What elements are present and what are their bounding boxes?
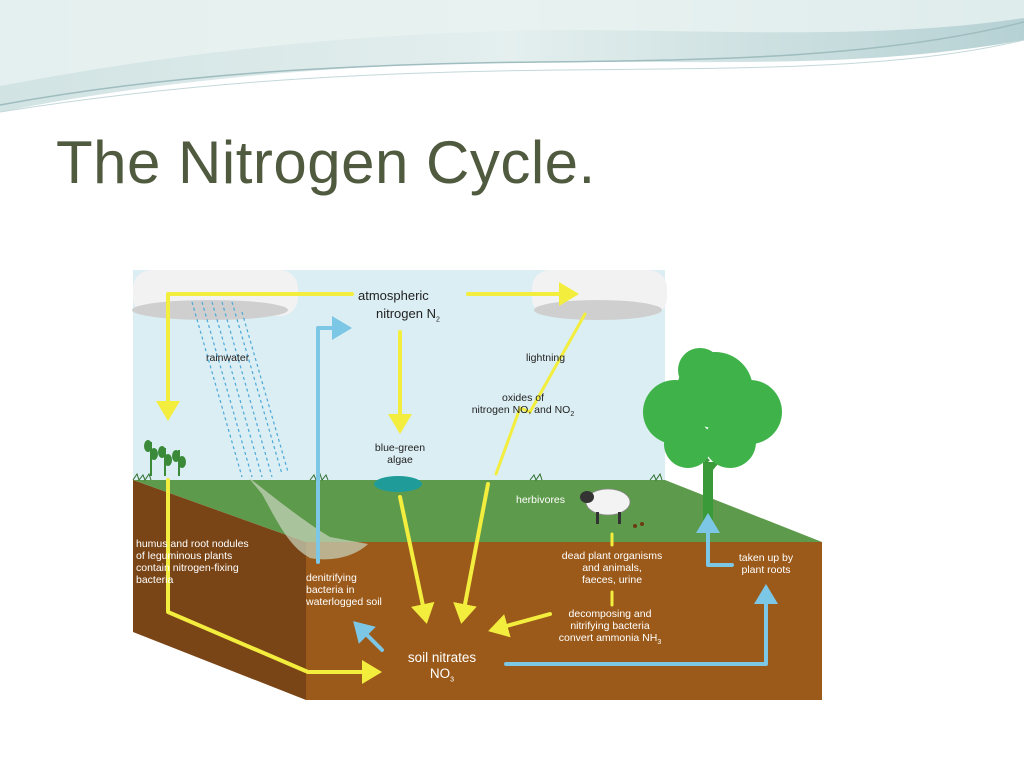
label-taken-up: taken up by plant roots xyxy=(726,552,806,576)
rain-icon xyxy=(191,301,289,478)
arrow-soil-to-denitrify xyxy=(353,621,384,652)
label-no3-wrap: NO3 xyxy=(386,666,498,689)
lightning-bolt-icon xyxy=(494,312,587,476)
label-nitrogen-n: nitrogen N xyxy=(376,306,436,321)
label-denit-line3: waterlogged soil xyxy=(306,596,382,608)
label-decomposing: decomposing and nitrifying bacteria conv… xyxy=(540,608,680,649)
label-dead-line3: faeces, urine xyxy=(581,574,643,586)
header-wave-decoration xyxy=(0,0,1024,113)
label-lightning: lightning xyxy=(526,352,566,364)
runoff-stream xyxy=(248,477,368,560)
label-algae: blue-green algae xyxy=(364,442,436,466)
label-dead-line2: and animals, xyxy=(582,562,642,574)
arrow-soil-to-roots xyxy=(504,584,778,666)
arrow-denitrify-to-atmosphere xyxy=(316,316,352,564)
label-soil-nitrates-text: soil nitrates xyxy=(407,650,477,665)
arrow-algae-to-soil xyxy=(398,495,435,624)
label-oxides-line1: oxides of xyxy=(501,392,545,404)
algae-pond xyxy=(374,476,422,492)
label-oxides-sub: 2 xyxy=(570,411,575,419)
grass-tufts-icon xyxy=(132,472,663,482)
label-taken-line1: taken up by xyxy=(738,552,794,564)
label-humus-line3: contain nitrogen-fixing xyxy=(136,562,239,574)
slide-title: The Nitrogen Cycle. xyxy=(56,129,596,196)
label-rainwater: rainwater xyxy=(206,352,250,364)
label-herbivores: herbivores xyxy=(516,494,566,506)
label-oxides-line2-wrap: nitrogen NO, and NO2 xyxy=(456,404,590,421)
label-humus-line1: humus and root nodules xyxy=(136,538,249,550)
label-denit-line2: bacteria in xyxy=(306,584,355,596)
label-humus-line2: of leguminous plants xyxy=(136,550,233,562)
label-decomp-line2: nitrifying bacteria xyxy=(570,620,650,632)
soil-front-face xyxy=(306,542,822,700)
label-nitrogen-n2: nitrogen N2 xyxy=(376,306,440,328)
label-oxides-line2: nitrogen NO, and NO xyxy=(471,404,571,416)
label-dead-organisms: dead plant organisms and animals, faeces… xyxy=(550,550,674,586)
label-atmospheric: atmospheric xyxy=(358,288,429,303)
label-decomp-line3: convert ammonia NH xyxy=(558,632,658,644)
label-nh3-sub: 3 xyxy=(657,639,662,647)
arrow-humus-to-soil xyxy=(166,478,382,684)
soil-left-face xyxy=(133,480,306,700)
label-decomp-line1: decomposing and xyxy=(568,608,652,620)
label-soil-nitrates: soil nitrates NO3 xyxy=(386,650,498,689)
label-denitrifying: denitrifying bacteria in waterlogged soi… xyxy=(306,572,382,608)
label-dead-line1: dead plant organisms xyxy=(561,550,663,562)
nitrogen-cycle-diagram: atmospheric nitrogen N2 rainwater lightn… xyxy=(130,262,826,702)
label-n2-sub: 2 xyxy=(435,316,440,324)
arrow-roots-to-tree xyxy=(696,513,734,567)
sheep-icon xyxy=(580,488,644,528)
label-algae-line2: algae xyxy=(387,454,413,466)
arrow-decomp-to-soil xyxy=(488,612,552,638)
label-algae-line1: blue-green xyxy=(374,442,426,454)
label-humus: humus and root nodules of leguminous pla… xyxy=(136,538,249,586)
label-denit-line1: denitrifying xyxy=(306,572,357,584)
label-no3: NO xyxy=(429,666,451,681)
tree-icon xyxy=(643,348,782,520)
label-humus-line4: bacteria xyxy=(136,574,174,586)
label-taken-line2: plant roots xyxy=(741,564,791,576)
label-oxides: oxides of nitrogen NO, and NO2 xyxy=(456,392,590,421)
label-decomp-line3-wrap: convert ammonia NH3 xyxy=(540,632,680,649)
leguminous-plants-icon xyxy=(144,440,186,476)
arrow-lightning-to-soil xyxy=(453,482,490,624)
diagram-illustration xyxy=(132,270,822,700)
label-no3-sub: 3 xyxy=(450,676,455,684)
arrow-atmosphere-to-plants xyxy=(156,292,354,421)
